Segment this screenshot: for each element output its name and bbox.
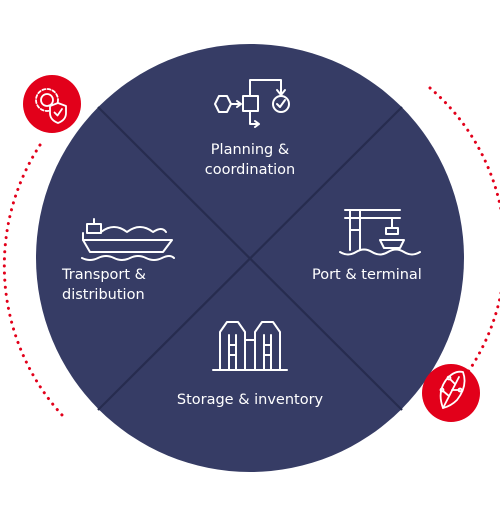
- transport-distribution-label: Transport & distribution: [62, 265, 190, 305]
- planning-coordination-label: Planning & coordination: [180, 140, 320, 180]
- port-terminal-label: Port & terminal: [312, 265, 452, 285]
- label-line: Port & terminal: [312, 267, 422, 283]
- label-line: distribution: [62, 287, 145, 303]
- label-line: Storage & inventory: [176, 392, 324, 408]
- port-crane-icon: [339, 209, 421, 256]
- divider-line: [97, 106, 403, 411]
- right-dotted-arc: [428, 86, 500, 374]
- label-line: Planning &: [210, 142, 290, 158]
- storage-inventory-label: Storage & inventory: [150, 390, 350, 410]
- cargo-ship-icon: [81, 218, 175, 261]
- planning-flow-icon: [214, 79, 290, 128]
- label-line: coordination: [204, 162, 296, 178]
- leaf-circuit-icon: [422, 364, 480, 422]
- label-line: Transport &: [62, 267, 146, 283]
- storage-silo-icon: [212, 321, 288, 371]
- gear-shield-check-icon: [23, 75, 81, 133]
